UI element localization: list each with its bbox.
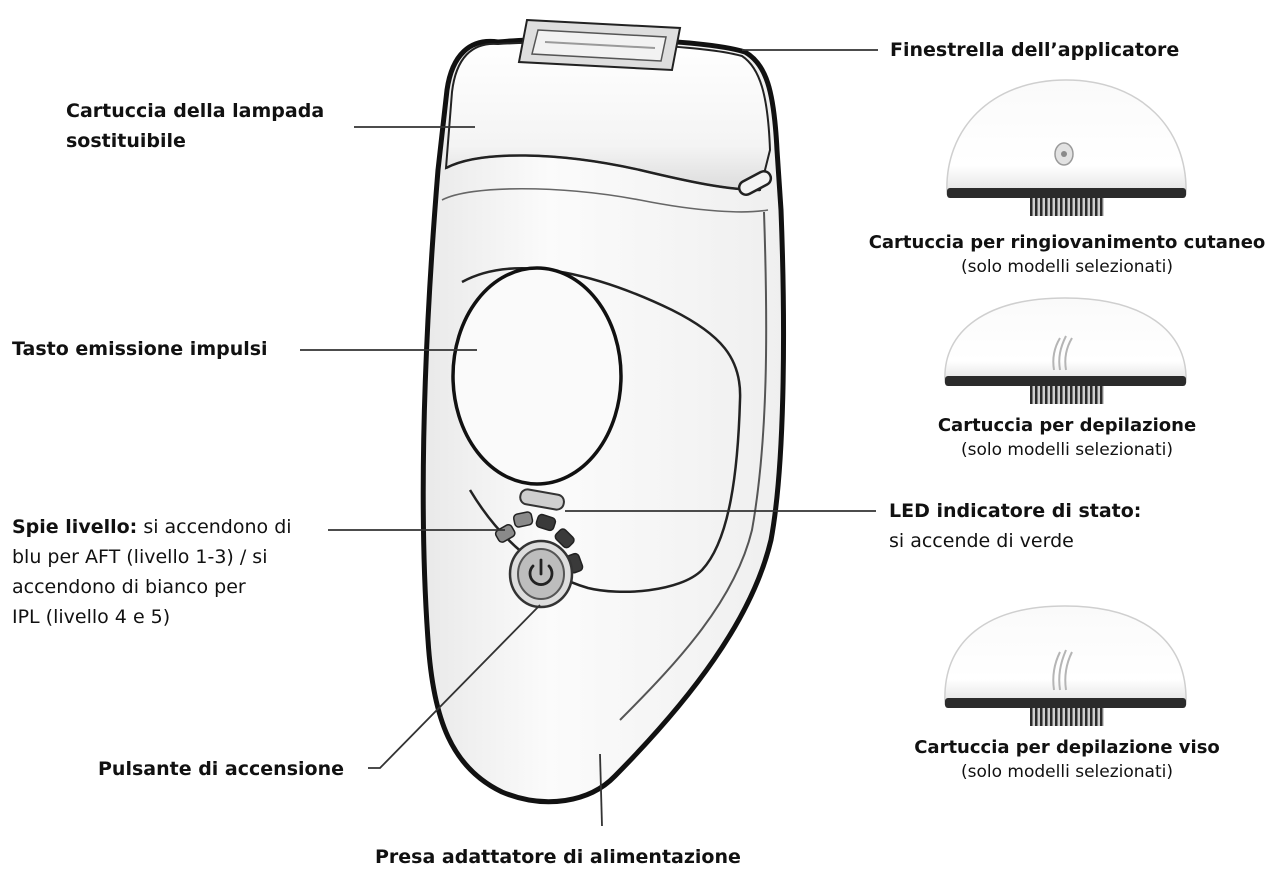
- body-contour: [619, 211, 768, 721]
- power-icon: [528, 558, 554, 586]
- label-power-button: Pulsante di accensione: [98, 758, 344, 780]
- cartridge-3-note: (solo modelli selezionati): [961, 762, 1173, 782]
- level-led-2: [512, 511, 534, 528]
- head-seam: [445, 154, 761, 192]
- leader-lines: [300, 49, 878, 827]
- applicator-window: [517, 18, 682, 72]
- side-slot: [737, 170, 773, 196]
- level-led-3: [535, 513, 557, 532]
- cartridge-2-note: (solo modelli selezionati): [961, 440, 1173, 460]
- cartridge-3-title: Cartuccia per depilazione viso: [914, 737, 1220, 758]
- front-panel: [461, 267, 742, 594]
- cartridge-1-note: (solo modelli selezionati): [961, 257, 1173, 277]
- pulse-button: [451, 266, 623, 486]
- leader-adapter: [599, 753, 603, 827]
- label-adapter-socket: Presa adattatore di alimentazione: [375, 846, 741, 868]
- label-applicator-window: Finestrella dell’applicatore: [890, 39, 1180, 61]
- level-led-4: [554, 528, 575, 549]
- cartridge-facial-hair-removal: [944, 605, 1187, 726]
- ipl-device: [420, 18, 787, 805]
- cartridge-2-title: Cartuccia per depilazione: [937, 415, 1197, 436]
- label-lamp-cartridge: Cartuccia della lampada sostituibile: [66, 100, 325, 152]
- cartridge-hair-removal: [944, 297, 1187, 404]
- label-pulse-button: Tasto emissione impulsi: [12, 338, 268, 360]
- label-status-led: LED indicatore di stato: si accende di v…: [889, 500, 1142, 552]
- cartridge-skin-rejuvenation: [946, 79, 1187, 216]
- leader-power: [368, 604, 541, 769]
- label-level-indicators: Spie livello: si accendono di blu per AF…: [12, 516, 292, 628]
- power-button: [508, 539, 574, 609]
- status-led: [519, 488, 565, 511]
- cartridge-1-title: Cartuccia per ringiovanimento cutaneo: [868, 232, 1266, 253]
